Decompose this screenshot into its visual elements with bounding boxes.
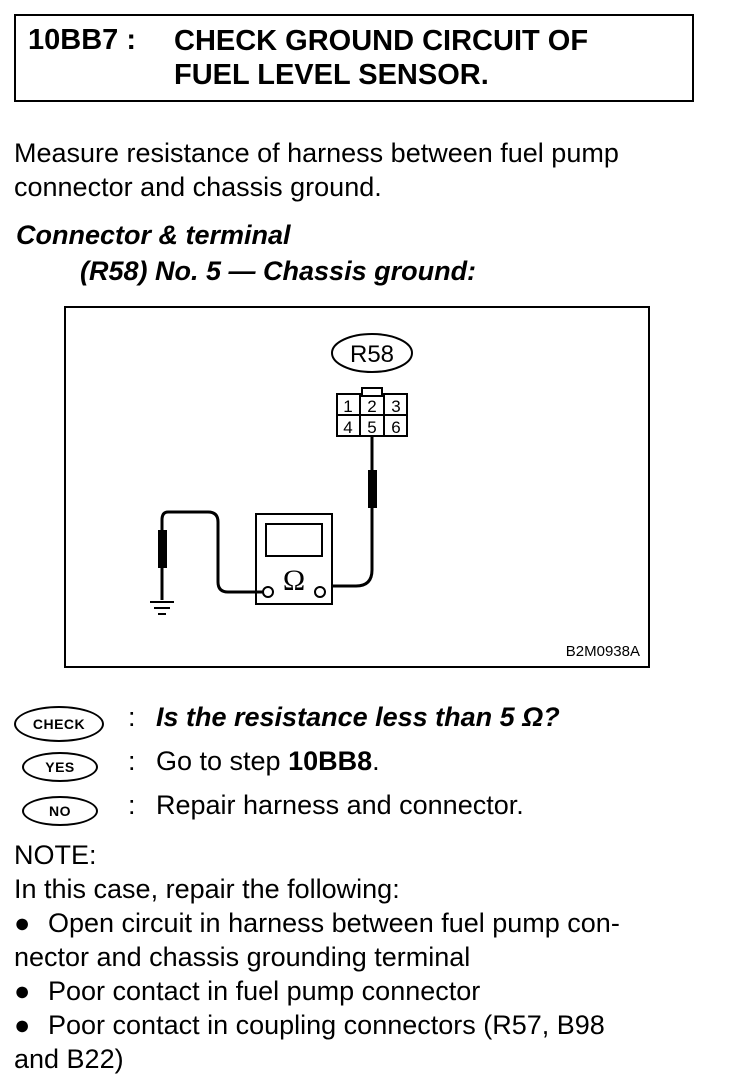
bullet-icon: ● [14, 1010, 31, 1040]
ground-icon [150, 601, 174, 615]
pin-1: 1 [343, 397, 352, 416]
meter-terminal-right [314, 586, 326, 598]
pin-5: 5 [367, 418, 376, 437]
connector-pin-grid: 1 2 3 4 5 6 [336, 387, 408, 437]
connector-detail: (R58) No. 5 — Chassis ground: [80, 256, 477, 286]
connector-label-oval [331, 333, 413, 373]
instruction-line2: connector and chassis ground. [14, 172, 382, 202]
connector-heading: Connector & terminal [16, 220, 291, 250]
right-probe-lead [322, 436, 377, 588]
ohm-symbol: Ω [283, 564, 305, 597]
pin-4: 4 [343, 418, 352, 437]
check-badge: CHECK [14, 706, 104, 742]
note-intro: In this case, repair the following: [14, 874, 400, 904]
meter-terminal-left [262, 586, 274, 598]
step-title: CHECK GROUND CIRCUIT OF FUEL LEVEL SENSO… [174, 24, 674, 92]
note-block: NOTE: In this case, repair the following… [14, 838, 724, 1076]
pin-2: 2 [367, 397, 376, 416]
step-header: 10BB7 : CHECK GROUND CIRCUIT OF FUEL LEV… [14, 14, 694, 102]
pin-6: 6 [391, 418, 400, 437]
yes-suffix: . [372, 746, 380, 776]
bullet-icon: ● [14, 908, 31, 938]
step-title-line2: FUEL LEVEL SENSOR. [174, 59, 489, 91]
meter-display [265, 523, 323, 557]
yes-step-link[interactable]: 10BB8 [288, 746, 373, 776]
instruction-line1: Measure resistance of harness between fu… [14, 138, 619, 168]
bullet-icon: ● [14, 976, 31, 1006]
check-colon: : [128, 702, 136, 732]
figure-code: B2M0938A [565, 643, 640, 660]
yes-prefix: Go to step [156, 746, 289, 776]
no-answer: Repair harness and connector. [156, 790, 524, 820]
step-id: 10BB7 : [28, 24, 136, 56]
note-item-3: ●Poor contact in coupling connectors (R5… [14, 1010, 605, 1040]
note-item-1-cont: nector and chassis grounding terminal [14, 942, 471, 972]
wiring-figure: R58 1 2 3 4 5 6 Ω [64, 306, 650, 668]
note-heading: NOTE: [14, 840, 97, 870]
note-item-3-cont: and B22) [14, 1044, 124, 1074]
ground-lead [158, 510, 263, 600]
no-colon: : [128, 790, 136, 820]
pin-3: 3 [391, 397, 400, 416]
note-item-1: ●Open circuit in harness between fuel pu… [14, 908, 620, 938]
note-item-2: ●Poor contact in fuel pump connector [14, 976, 481, 1006]
no-badge: NO [22, 796, 98, 826]
yes-answer: Go to step 10BB8. [156, 746, 380, 777]
yes-colon: : [128, 746, 136, 776]
check-question: Is the resistance less than 5 Ω? [156, 702, 560, 732]
ohmmeter: Ω [255, 513, 333, 605]
yes-badge: YES [22, 752, 98, 782]
connector-label: R58 [350, 341, 394, 368]
wiring-diagram: R58 1 2 3 4 5 6 Ω [150, 333, 413, 615]
instruction-paragraph: Measure resistance of harness between fu… [14, 136, 724, 204]
step-title-line1: CHECK GROUND CIRCUIT OF [174, 25, 589, 57]
